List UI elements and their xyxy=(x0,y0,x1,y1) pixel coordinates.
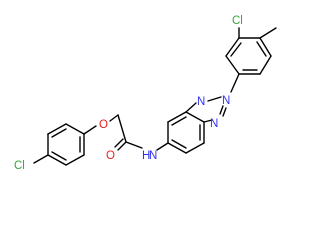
bond xyxy=(203,119,213,123)
bond xyxy=(33,154,49,164)
bond xyxy=(114,138,124,148)
structure-svg: Cl O O H N N N N Cl xyxy=(14,15,277,172)
bonds xyxy=(33,27,277,166)
bond xyxy=(47,123,67,135)
bond xyxy=(222,107,227,117)
bond xyxy=(259,55,272,75)
bond xyxy=(47,154,67,166)
atom-triazole-n3: N xyxy=(210,118,218,130)
bond xyxy=(167,111,187,123)
atom-carbonyl-oxygen: O xyxy=(106,150,115,162)
bond xyxy=(219,105,224,115)
bond xyxy=(167,142,187,154)
atom-triazole-n1: N xyxy=(197,96,205,108)
atom-labels: Cl O O H N N N N Cl xyxy=(14,15,243,172)
atom-cl-tolyl: Cl xyxy=(232,15,243,27)
bond xyxy=(171,116,187,126)
bond xyxy=(125,141,143,149)
bond xyxy=(117,141,127,151)
bond xyxy=(156,142,169,151)
bond xyxy=(259,37,272,57)
bond xyxy=(65,154,85,166)
bond xyxy=(65,123,85,135)
bond xyxy=(225,37,240,57)
atom-cl-phenoxy: Cl xyxy=(14,160,25,172)
bond xyxy=(51,128,67,138)
bond xyxy=(185,102,197,113)
bond xyxy=(171,139,187,149)
bond xyxy=(259,27,277,39)
bond xyxy=(230,42,242,57)
bond xyxy=(230,73,240,93)
bond xyxy=(117,114,127,143)
bond xyxy=(256,41,267,57)
bond xyxy=(109,114,119,122)
bond xyxy=(207,96,222,102)
atom-ether-oxygen: O xyxy=(99,119,108,131)
bond xyxy=(51,151,67,161)
molecule-diagram: Cl O O H N N N N Cl xyxy=(14,15,277,172)
bond xyxy=(185,142,205,154)
atom-amide-h: H xyxy=(142,150,150,162)
bond xyxy=(185,111,205,123)
bond xyxy=(225,55,240,75)
bond xyxy=(83,125,97,135)
atom-triazole-n2: N xyxy=(222,95,230,107)
atom-amide-nitrogen: N xyxy=(149,150,157,162)
